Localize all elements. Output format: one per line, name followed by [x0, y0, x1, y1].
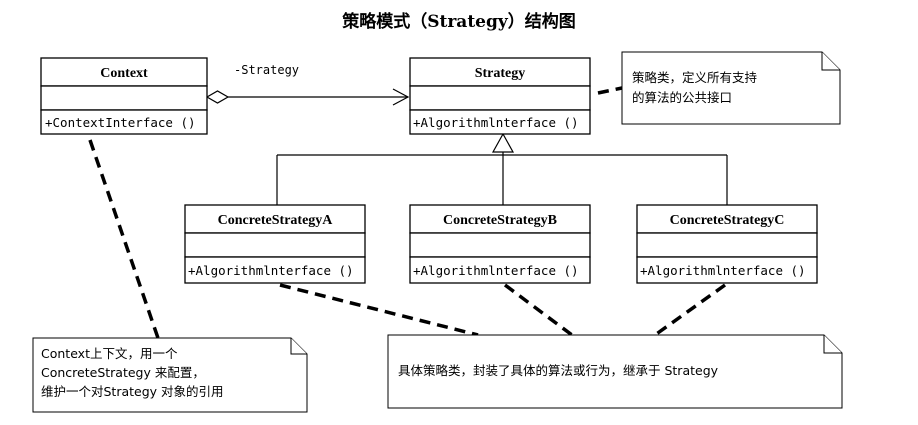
note-connectors [88, 86, 727, 339]
class-concrete-b-operation: +Algorithmlnterface () [413, 263, 579, 278]
concrete-c-note-connector [653, 283, 727, 337]
inheritance-triangle-icon [491, 132, 515, 153]
class-context-operation: +ContextInterface () [45, 115, 196, 130]
class-concrete-b-name: ConcreteStrategyB [443, 213, 557, 228]
note-strategy-line-1: 策略类，定义所有支持 [632, 70, 757, 85]
navigation-arrow-icon [392, 88, 410, 106]
note-strategy: 策略类，定义所有支持 的算法的公共接口 [621, 51, 841, 125]
concrete-b-note-connector [503, 283, 574, 337]
generalization-links [276, 132, 728, 205]
class-strategy-operation: +Algorithmlnterface () [413, 115, 579, 130]
class-concrete-strategy-c[interactable]: ConcreteStrategyC +Algorithmlnterface () [636, 204, 818, 284]
class-concrete-a-operation: +Algorithmlnterface () [188, 263, 354, 278]
class-concrete-a-name: ConcreteStrategyA [218, 213, 334, 228]
class-context[interactable]: Context +ContextInterface () [40, 57, 208, 135]
note-context: Context上下文，用一个 ConcreteStrategy 来配置， 维护一… [32, 337, 308, 413]
class-concrete-strategy-a[interactable]: ConcreteStrategyA +Algorithmlnterface () [184, 204, 366, 284]
note-context-line-1: Context上下文，用一个 [41, 346, 178, 361]
strategy-note-connector [597, 86, 623, 95]
association-link: -Strategy [205, 63, 410, 106]
note-concrete-line-1: 具体策略类，封装了具体的算法或行为，继承于 Strategy [398, 363, 719, 378]
note-strategy-line-2: 的算法的公共接口 [632, 90, 732, 105]
association-role-label: -Strategy [234, 63, 299, 77]
note-context-line-2: ConcreteStrategy 来配置， [41, 365, 205, 380]
class-strategy-name: Strategy [475, 66, 526, 81]
note-context-line-3: 维护一个对Strategy 对象的引用 [41, 384, 224, 399]
class-concrete-c-operation: +Algorithmlnterface () [640, 263, 806, 278]
class-context-name: Context [100, 66, 148, 81]
class-strategy[interactable]: Strategy +Algorithmlnterface () [409, 57, 591, 135]
note-concrete: 具体策略类，封装了具体的算法或行为，继承于 Strategy [387, 334, 843, 409]
concrete-a-note-connector [279, 283, 479, 337]
diagram-title: 策略模式（Strategy）结构图 [342, 11, 576, 32]
class-concrete-c-name: ConcreteStrategyC [670, 213, 785, 228]
aggregation-diamond-icon [205, 90, 230, 104]
context-note-connector [88, 139, 160, 339]
class-concrete-strategy-b[interactable]: ConcreteStrategyB +Algorithmlnterface () [409, 204, 591, 284]
